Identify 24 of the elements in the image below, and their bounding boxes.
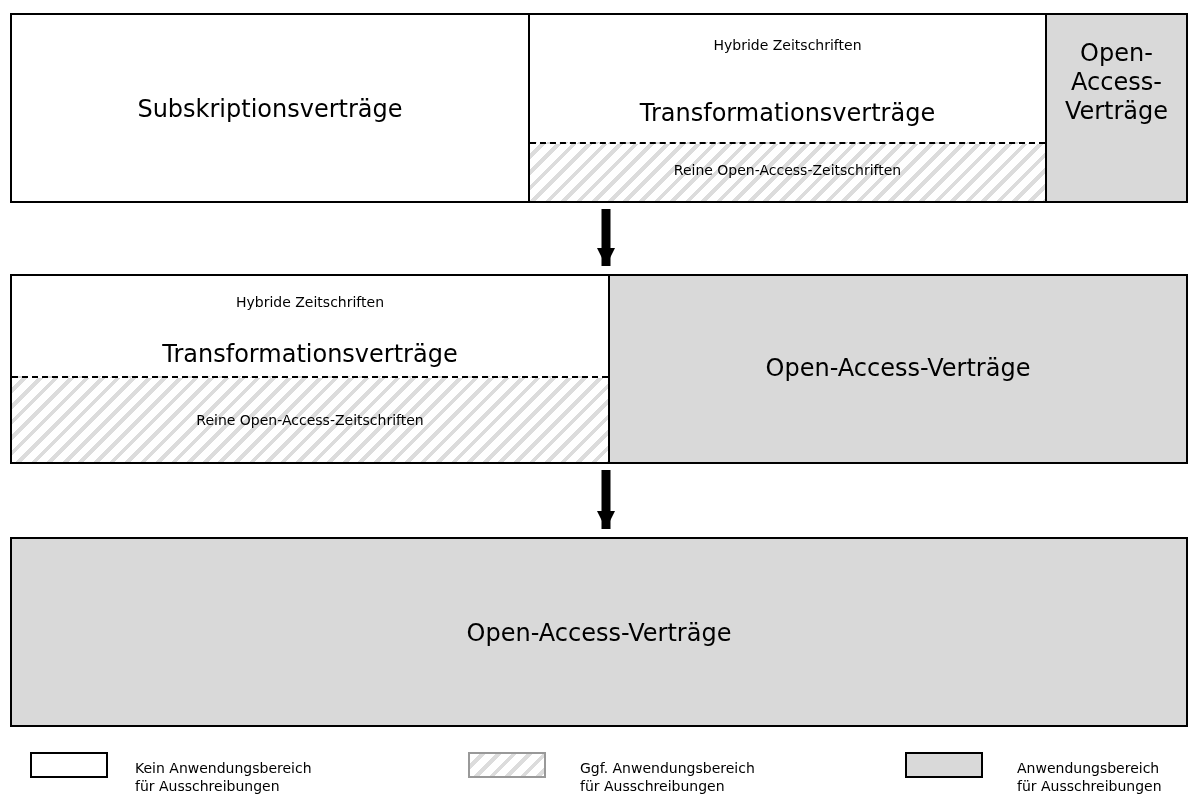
cell-label: Subskriptionsverträge (136, 95, 404, 124)
cell-label: Transformationsverträge (638, 99, 937, 128)
arrow (597, 470, 615, 529)
hatched-region (530, 142, 1045, 201)
contract-cell (1047, 15, 1186, 201)
contract-cell (10, 537, 1188, 727)
hatched-region (12, 376, 608, 462)
cell-label: Open-Access-Verträge (764, 354, 1032, 383)
contract-cell (12, 276, 610, 462)
band-box (10, 13, 1188, 203)
cell-label: Reine Open-Access-Zeitschriften (195, 412, 425, 429)
cell-label: Open-Access-Verträge (465, 619, 733, 648)
band-box (10, 274, 1188, 464)
cell-label: Open-Access-Verträge (1063, 39, 1170, 126)
arrow (597, 209, 615, 266)
legend-label: Anwendungsbereich für Ausschreibungen (1017, 760, 1163, 795)
legend-label: Ggf. Anwendungsbereich für Ausschreibungen (580, 760, 756, 795)
contract-cell (530, 15, 1047, 201)
cell-label: Reine Open-Access-Zeitschriften (672, 162, 903, 179)
section-heading: Hybride Zeitschriften (712, 37, 863, 54)
contract-cell (610, 276, 1186, 462)
section-heading: Hybride Zeitschriften (234, 294, 385, 311)
legend-label: Kein Anwendungsbereich für Ausschreibungen (135, 760, 313, 795)
cell-label: Transformationsverträge (161, 340, 459, 369)
